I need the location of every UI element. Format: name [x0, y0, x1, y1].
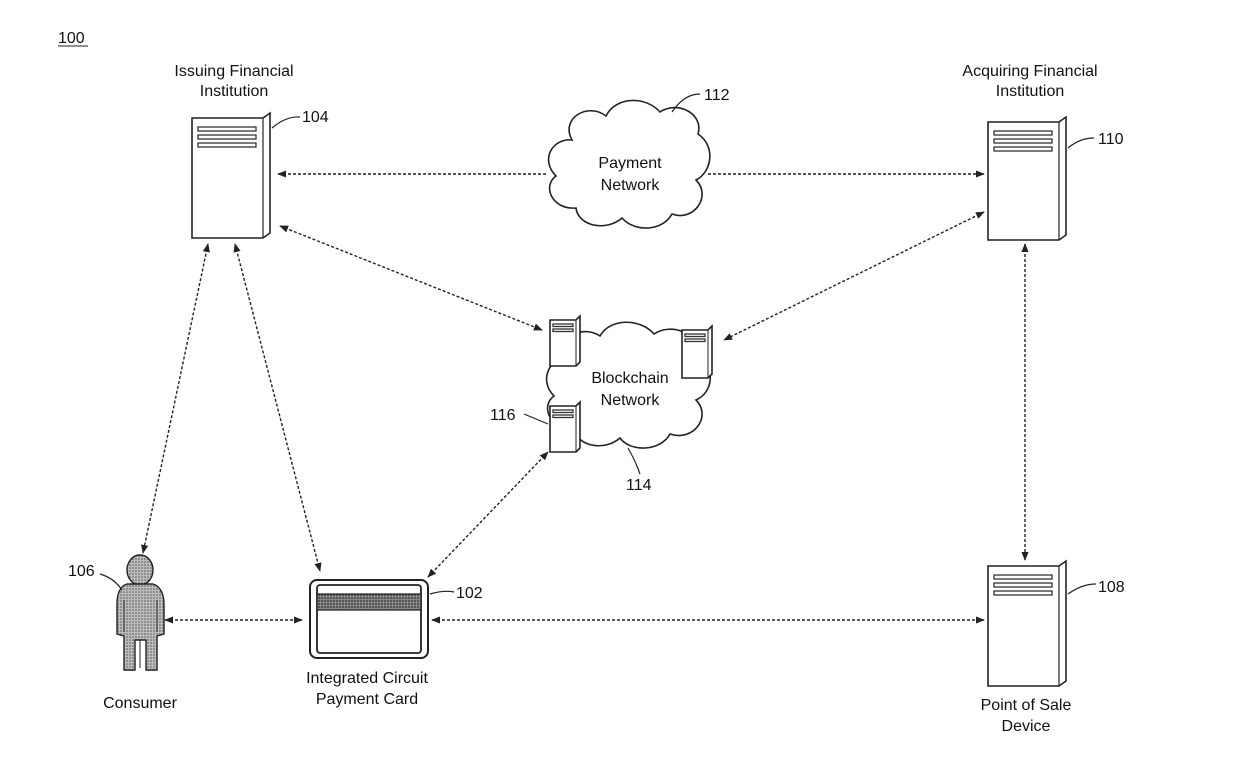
blockchain-node-ref: 116: [490, 407, 516, 424]
server-icon: [987, 115, 1067, 241]
blockchain-network-node: Blockchain Network 116 114: [490, 314, 713, 494]
blockchain-network-label-line1: Blockchain: [591, 370, 668, 387]
card-ref: 102: [456, 585, 483, 602]
server-icon: [987, 559, 1067, 687]
card-label-line1: Integrated Circuit: [306, 670, 428, 687]
issuer-node: Issuing Financial Institution 104: [174, 63, 329, 239]
acquirer-node: Acquiring Financial Institution 110: [962, 63, 1124, 241]
consumer-label: Consumer: [103, 695, 177, 712]
card-label-line2: Payment Card: [316, 691, 418, 708]
cloud-icon: [547, 99, 711, 229]
payment-network-node: Payment Network 112: [547, 87, 730, 229]
pos-label-line1: Point of Sale: [981, 697, 1072, 714]
blockchain-network-label-line2: Network: [601, 392, 661, 409]
consumer-node: 106 Consumer: [68, 554, 178, 712]
issuer-label-line2: Institution: [200, 83, 268, 100]
pos-ref: 108: [1098, 579, 1125, 596]
connector-issuer-blockchain: [279, 225, 543, 331]
pos-label-line2: Device: [1002, 718, 1051, 735]
figure-ref: 100: [58, 30, 88, 47]
connector-acquirer-blockchain: [723, 211, 985, 341]
person-icon: [116, 554, 165, 671]
card-node: 102 Integrated Circuit Payment Card: [306, 579, 483, 708]
server-icon: [681, 324, 713, 379]
connector-issuer-consumer: [141, 243, 210, 554]
connector-issuer-card: [233, 243, 322, 572]
server-icon: [191, 111, 271, 239]
payment-network-label-line1: Payment: [598, 155, 662, 172]
issuer-ref: 104: [302, 109, 329, 126]
connections: [141, 170, 1029, 624]
payment-network-ref: 112: [704, 87, 730, 104]
server-icon: [549, 400, 581, 453]
consumer-ref: 106: [68, 563, 95, 580]
acquirer-label-line1: Acquiring Financial: [962, 63, 1097, 80]
pos-node: 108 Point of Sale Device: [981, 559, 1125, 735]
blockchain-network-ref: 114: [626, 477, 652, 494]
acquirer-label-line2: Institution: [996, 83, 1064, 100]
acquirer-ref: 110: [1098, 131, 1124, 148]
server-icon: [549, 314, 581, 367]
issuer-label-line1: Issuing Financial: [174, 63, 293, 80]
payment-card-icon: [309, 579, 429, 659]
payment-network-label-line2: Network: [601, 177, 661, 194]
figure-number: 100: [58, 30, 85, 47]
connector-card-blockchain: [427, 451, 549, 578]
